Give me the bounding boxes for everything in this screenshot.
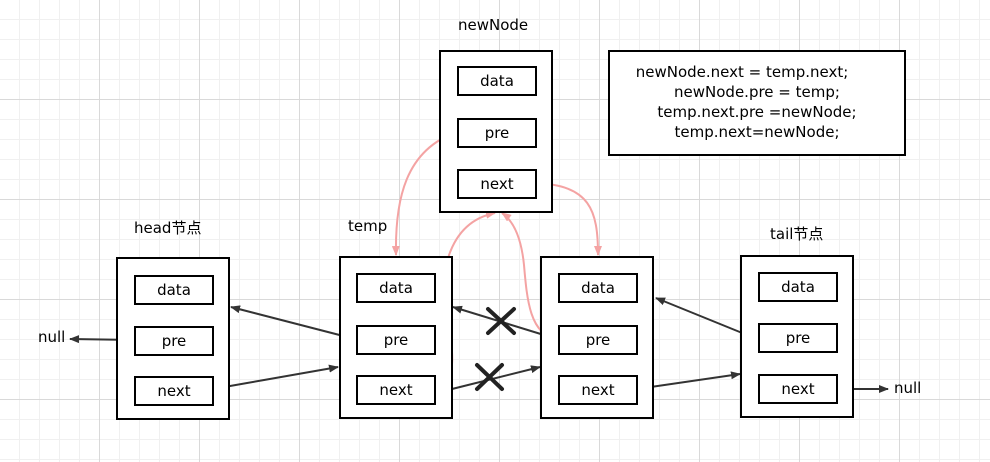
head-box: data pre next xyxy=(116,257,230,420)
next-node-pre-field: pre xyxy=(558,325,638,355)
temp-box: data pre next xyxy=(339,256,453,419)
temp-data-field: data xyxy=(356,273,436,303)
newnode-title: newNode xyxy=(458,16,529,34)
null-right-label: null xyxy=(894,379,922,397)
next-node-box: data pre next xyxy=(540,256,654,419)
head-next-field: next xyxy=(134,376,214,406)
tail-pre-field: pre xyxy=(758,323,838,353)
arrow-node-next-tail xyxy=(636,371,741,390)
next-node-next-field: next xyxy=(558,375,638,405)
tail-box: data pre next xyxy=(740,255,854,418)
arrow-temp-next-node xyxy=(451,365,541,390)
tail-title: tail节点 xyxy=(770,225,824,243)
tail-data-field: data xyxy=(758,272,838,302)
newnode-box: data pre next xyxy=(439,50,553,213)
code-line: temp.next=newNode; xyxy=(674,123,840,141)
head-pre-field: pre xyxy=(134,326,214,356)
temp-next-field: next xyxy=(356,375,436,405)
code-line: temp.next.pre =newNode; xyxy=(657,103,857,121)
arrow-temp-pre-head xyxy=(230,305,356,340)
null-left-label: null xyxy=(38,328,66,346)
newnode-next-field: next xyxy=(457,169,537,199)
head-data-field: data xyxy=(134,275,214,305)
cross-mark-upper xyxy=(486,307,516,335)
newnode-pre-field: pre xyxy=(457,118,537,148)
temp-pre-field: pre xyxy=(356,325,436,355)
cross-mark-lower xyxy=(475,363,504,391)
arrow-head-next-temp xyxy=(212,364,339,390)
code-line: newNode.next = temp.next; xyxy=(635,63,849,81)
code-box: newNode.next = temp.next; newNode.pre = … xyxy=(608,50,906,156)
tail-next-field: next xyxy=(758,374,838,404)
temp-title: temp xyxy=(348,217,388,235)
head-title: head节点 xyxy=(134,219,202,237)
code-line: newNode.pre = temp; xyxy=(674,83,840,101)
next-node-data-field: data xyxy=(558,273,638,303)
newnode-data-field: data xyxy=(457,66,537,96)
